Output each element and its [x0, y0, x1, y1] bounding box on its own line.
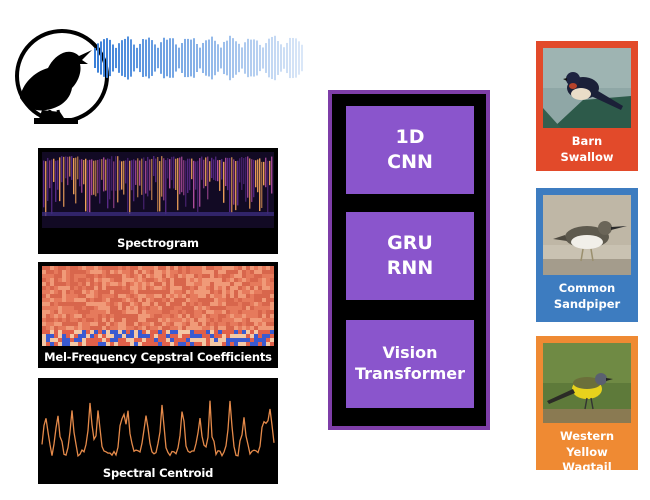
barn-swallow-photo	[543, 48, 631, 128]
model-gru-rnn: GRU RNN	[346, 212, 474, 300]
species-name-line1: Common	[558, 281, 616, 295]
species-label: Common Sandpiper	[543, 281, 631, 312]
species-card-western-yellow-wagtail: Western Yellow Wagtail	[536, 336, 638, 474]
species-name-line2: Swallow	[560, 149, 614, 164]
spectral-centroid-panel: Spectral Centroid	[38, 378, 278, 484]
spectrogram-caption: Spectrogram	[117, 236, 199, 250]
model-1d-cnn: 1D CNN	[346, 106, 474, 194]
spectral-centroid-caption: Spectral Centroid	[102, 466, 214, 480]
species-label: Barn Swallow	[543, 134, 631, 165]
model-label-line2: CNN	[387, 151, 433, 173]
species-name-line1: Barn	[571, 134, 603, 148]
audio-waveform	[94, 35, 303, 81]
species-name-line2: Yellow Wagtail	[562, 444, 612, 475]
species-card-barn-swallow: Barn Swallow	[536, 41, 638, 171]
model-label-line1: GRU	[387, 232, 433, 255]
model-label-line2: Transformer	[354, 364, 465, 383]
western-yellow-wagtail-photo	[543, 343, 631, 423]
model-stack: 1D CNN GRU RNN Vision Transformer	[328, 90, 490, 430]
model-label-line1: 1D	[395, 126, 425, 149]
common-sandpiper-photo	[543, 195, 631, 275]
spectral-centroid-plot	[41, 400, 275, 458]
species-name-line1: Western	[559, 429, 615, 443]
species-name-line2: Sandpiper	[553, 296, 621, 311]
model-label-line2: RNN	[386, 257, 434, 279]
spectrogram-panel: Spectrogram	[38, 148, 278, 254]
mfcc-panel: Mel-Frequency Cepstral Coefficients	[38, 262, 278, 368]
mfcc-caption: Mel-Frequency Cepstral Coefficients	[44, 350, 272, 364]
species-card-common-sandpiper: Common Sandpiper	[536, 188, 638, 322]
model-vision-transformer: Vision Transformer	[346, 320, 474, 408]
mfcc-image	[42, 266, 274, 346]
spectrogram-image	[42, 152, 274, 228]
model-label-line1: Vision	[382, 343, 438, 363]
species-label: Western Yellow Wagtail	[543, 429, 631, 476]
